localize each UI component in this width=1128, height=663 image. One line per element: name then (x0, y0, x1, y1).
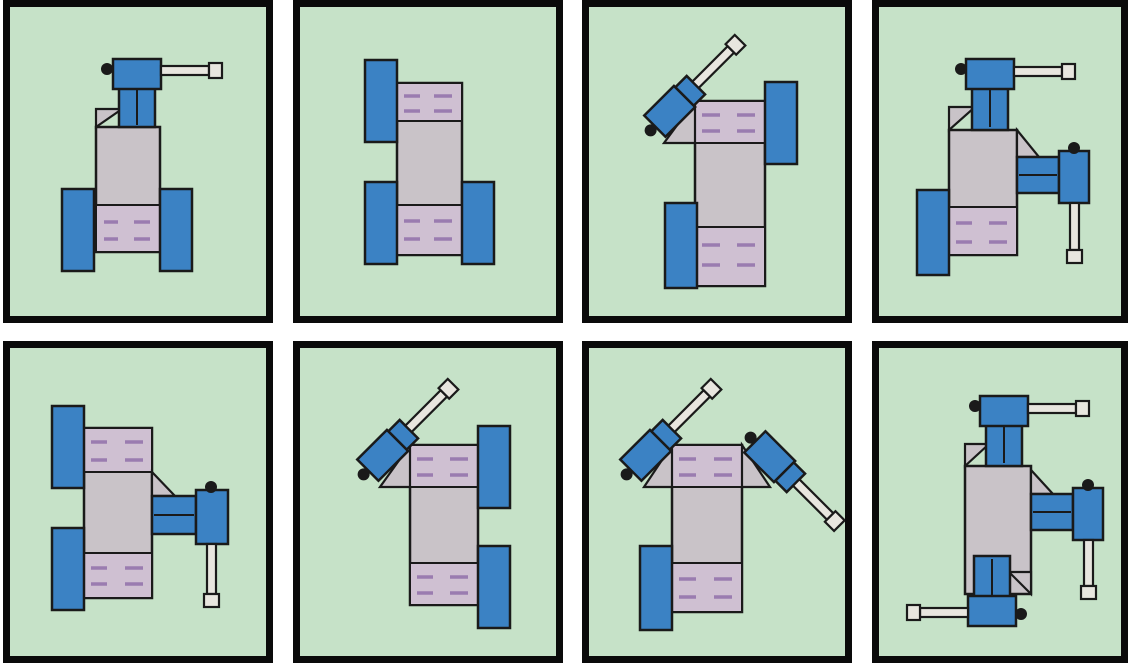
robot-diagram-6 (355, 377, 512, 630)
robot-diagram-7 (618, 377, 845, 632)
robot-body (395, 81, 464, 257)
configuration-panel-8 (872, 341, 1128, 663)
wheel-module (476, 544, 512, 630)
mount-bracket (1015, 126, 1042, 159)
wheel-module (50, 404, 86, 490)
gripper-arm-module (955, 57, 1077, 132)
mount-bracket (947, 105, 978, 133)
robot-diagram-8 (905, 394, 1105, 628)
mount-bracket (1006, 570, 1033, 597)
robot-diagram-5 (50, 404, 230, 612)
configuration-panel-2 (293, 0, 563, 323)
wheel-module (460, 180, 496, 266)
robot-body (670, 443, 744, 614)
gripper-arm-module (969, 394, 1091, 468)
robot-body (408, 443, 480, 607)
robot-diagram-4 (915, 57, 1091, 277)
configuration-panel-7 (582, 341, 852, 663)
gripper-arm-module (150, 481, 230, 609)
configuration-panel-6 (293, 341, 563, 663)
configuration-panel-4 (872, 0, 1128, 323)
mount-bracket (963, 442, 992, 469)
gripper-arm-module (905, 554, 1027, 628)
wheel-module (663, 201, 699, 290)
robot-body (94, 125, 162, 254)
configuration-panel-3 (582, 0, 852, 323)
wheel-module (476, 424, 512, 510)
wheel-module (638, 544, 674, 632)
robot-body (82, 426, 154, 600)
gripper-arm-module (642, 33, 747, 139)
mount-bracket (1029, 467, 1056, 496)
wheel-module (915, 188, 951, 277)
gripper-arm-module (618, 377, 723, 483)
wheel-module (763, 80, 799, 166)
gripper-arm-module (101, 57, 224, 129)
robot-diagram-3 (642, 33, 799, 290)
configuration-panel-1 (3, 0, 273, 323)
wheel-module (158, 187, 194, 273)
robot-diagram-1 (60, 57, 224, 273)
configuration-panel-5 (3, 341, 273, 663)
mount-bracket (150, 469, 178, 498)
wheel-module (363, 58, 399, 144)
wheel-module (363, 180, 399, 266)
wheel-module (60, 187, 96, 273)
gripper-arm-module (1015, 142, 1091, 265)
gripper-arm-module (742, 429, 845, 533)
robot-body (947, 128, 1019, 257)
robot-diagram-2 (363, 58, 496, 266)
robot-body (693, 99, 767, 288)
gripper-arm-module (1029, 479, 1105, 601)
wheel-module (50, 526, 86, 612)
gripper-arm-module (355, 377, 460, 483)
mount-bracket (94, 107, 126, 130)
